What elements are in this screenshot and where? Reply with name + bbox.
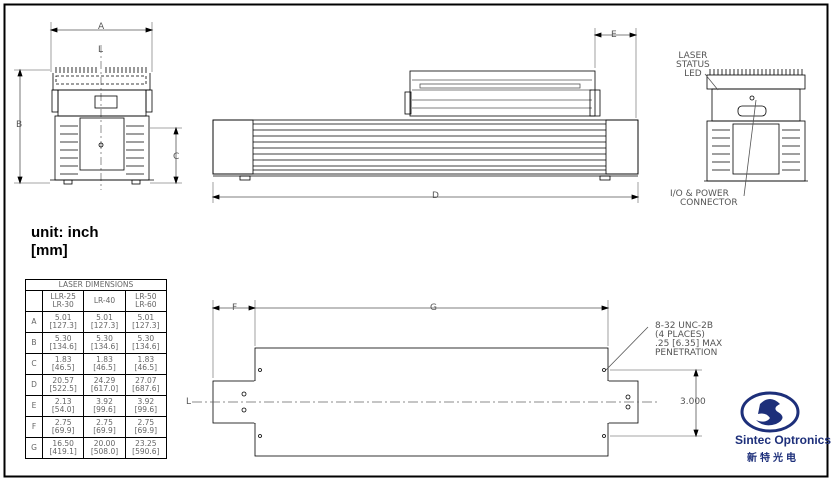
sintec-logo: [740, 391, 800, 433]
table-row: A 5.01[127.3] 5.01[127.3] 5.01[127.3]: [25, 311, 168, 334]
table-row: E 2.13[54.0] 3.92[99.6] 3.92[99.6]: [25, 395, 168, 418]
logo-chinese-name: 新特光电: [747, 453, 799, 464]
dim-label-spacing: 3.000: [680, 397, 706, 407]
dim-label-c: C: [173, 152, 180, 162]
table-row: F 2.75[69.9] 2.75[69.9] 2.75[69.9]: [25, 416, 168, 438]
end-view: [704, 69, 808, 197]
top-fins: [52, 67, 151, 91]
logo-ring: [740, 391, 800, 433]
page-border: [3, 3, 829, 478]
table-title: LASER DIMENSIONS: [25, 278, 167, 292]
dim-label-b: B: [16, 120, 23, 130]
table-row: G 16.50[419.1] 20.00[508.0] 23.25[590.6]: [25, 437, 168, 459]
laser-status-led-label: LASER STATUS LED: [676, 51, 710, 79]
thread-note: 8-32 UNC-2B (4 PLACES) .25 [6.35] MAX PE…: [655, 321, 723, 358]
column-header: LR-40: [83, 290, 126, 313]
unit-label: unit: inch: [31, 224, 99, 241]
front-view: [14, 22, 182, 190]
logo-name: Sintec Optronics: [735, 433, 832, 447]
io-power-connector-label: I/O & POWER CONNECTOR: [670, 189, 738, 208]
dim-label-d: D: [432, 191, 439, 201]
logo-swoosh: [756, 399, 783, 426]
dim-label-f: F: [232, 303, 238, 313]
dim-label-g: G: [430, 303, 437, 313]
table-row: C 1.83[46.5] 1.83[46.5] 1.83[46.5]: [25, 353, 168, 376]
bottom-view: [192, 300, 702, 457]
unit-label-mm: [mm]: [31, 242, 68, 259]
centerline-label-bottom: L: [186, 397, 192, 407]
side-view: [211, 28, 640, 203]
dim-label-a: A: [98, 22, 105, 32]
table-row: D 20.57[522.5] 24.29[617.0] 27.07[687.6]: [25, 374, 168, 397]
centerline-label-top: L: [98, 45, 104, 55]
dim-label-e: E: [611, 30, 617, 40]
table-row: B 5.30[134.6] 5.30[134.6] 5.30[134.6]: [25, 332, 168, 355]
